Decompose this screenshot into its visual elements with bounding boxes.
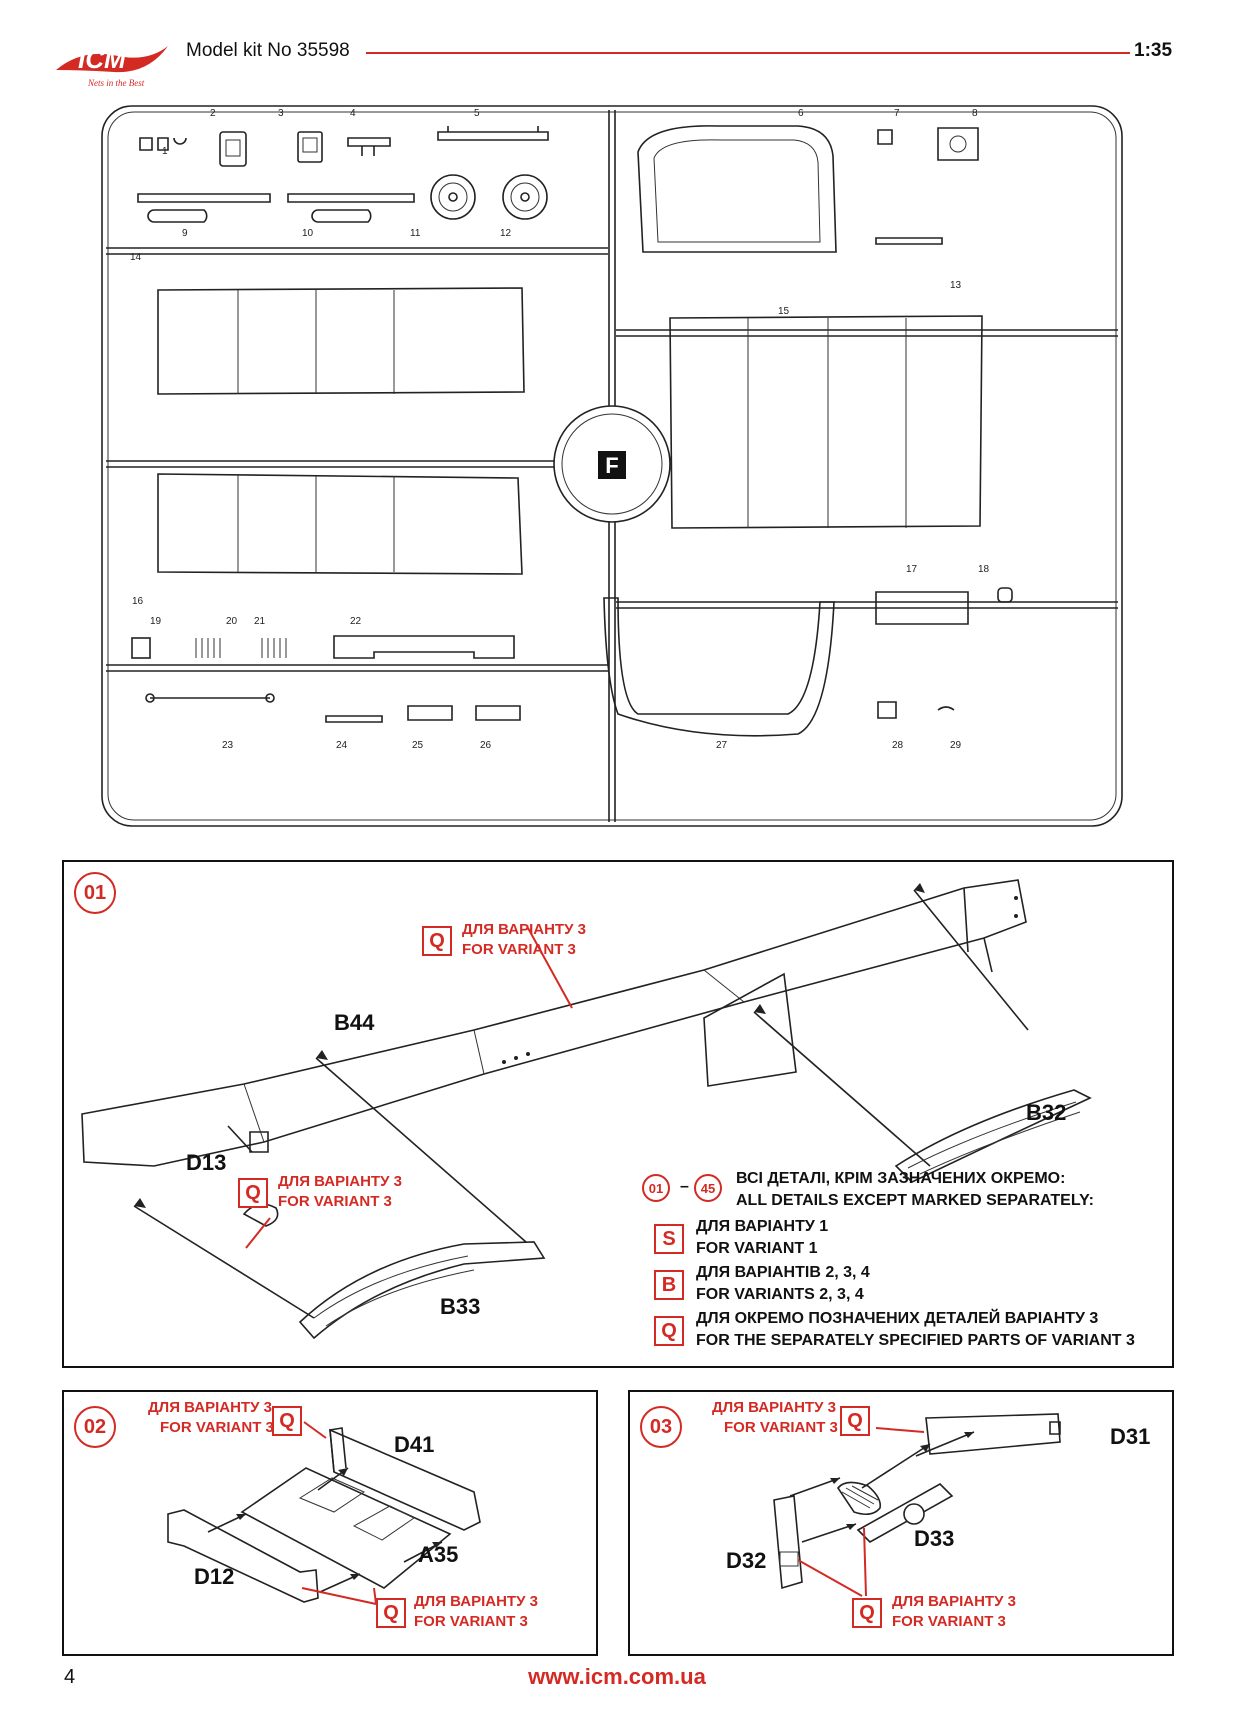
svg-text:24: 24 — [336, 740, 348, 751]
note-en: FOR VARIANT 3 — [892, 1613, 1006, 1630]
note-ua: ДЛЯ ВАРІАНТУ 3 — [414, 1593, 538, 1610]
part-label-plate: A35 — [418, 1542, 459, 1567]
svg-text:3: 3 — [278, 108, 284, 119]
part-label-shock: D33 — [914, 1526, 955, 1551]
note-en: FOR VARIANT 3 — [414, 1613, 528, 1630]
note-ua: ДЛЯ ВАРІАНТУ 3 — [148, 1399, 272, 1416]
logo-brand: ICM — [78, 44, 127, 74]
svg-text:29: 29 — [950, 740, 962, 751]
svg-text:22: 22 — [350, 616, 362, 627]
step-03-drawing — [773, 1413, 1061, 1597]
svg-text:12: 12 — [500, 228, 512, 239]
note-ua: ДЛЯ ВАРІАНТУ 3 — [712, 1399, 836, 1416]
step-01-panel: 01 Q ДЛЯ ВАРІАНТУ 3 FOR VARIANT 3 Q ДЛЯ … — [62, 860, 1174, 1368]
variant-q-badge: Q — [376, 1598, 406, 1628]
step-number: 01 — [74, 872, 116, 914]
website-link[interactable]: www.icm.com.ua — [528, 1664, 706, 1689]
step-number: 03 — [640, 1406, 682, 1448]
note-en: FOR VARIANT 3 — [160, 1419, 274, 1436]
kit-title: Model kit No 35598 — [186, 40, 350, 61]
legend-all-ua: ВСІ ДЕТАЛІ, КРІМ ЗАЗНАЧЕНИХ ОКРЕМО: — [736, 1170, 1066, 1187]
range-start-circle: 01 — [642, 1174, 670, 1202]
svg-text:6: 6 — [798, 108, 804, 119]
svg-text:7: 7 — [894, 108, 900, 119]
part-label-bracket: D32 — [726, 1548, 767, 1573]
variant-q-badge: Q — [422, 926, 452, 956]
svg-text:26: 26 — [480, 740, 492, 751]
variant-q-badge: Q — [852, 1598, 882, 1628]
range-dash: – — [680, 1178, 689, 1195]
note-ua: ДЛЯ ВАРІАНТУ 3 — [892, 1593, 1016, 1610]
svg-text:14: 14 — [130, 252, 142, 263]
step-01-drawing — [81, 879, 1092, 1340]
svg-text:10: 10 — [302, 228, 314, 239]
part-label-lower: D12 — [194, 1564, 235, 1589]
svg-text:5: 5 — [474, 108, 480, 119]
legend-s-ua: ДЛЯ ВАРІАНТУ 1 — [696, 1218, 829, 1235]
variant-q-badge: Q — [654, 1316, 684, 1346]
note-ua: ДЛЯ ВАРІАНТУ 3 — [278, 1173, 402, 1190]
variant-q-badge: Q — [238, 1178, 268, 1208]
svg-text:27: 27 — [716, 740, 728, 751]
scale-label: 1:35 — [1134, 40, 1173, 61]
svg-text:21: 21 — [254, 616, 266, 627]
sprue-part-numbers: 1 2 3 4 5 6 7 8 9 10 11 12 13 14 15 16 1… — [130, 108, 990, 751]
part-label-bracket: D13 — [186, 1150, 227, 1175]
variant-q-badge: Q — [840, 1406, 870, 1436]
legend-b-en: FOR VARIANTS 2, 3, 4 — [696, 1286, 864, 1303]
svg-text:4: 4 — [350, 108, 356, 119]
svg-text:19: 19 — [150, 616, 162, 627]
logo-tagline: Nets in the Best — [87, 78, 145, 88]
part-label-front-spring: B33 — [440, 1294, 481, 1319]
legend-q-ua: ДЛЯ ОКРЕМО ПОЗНАЧЕНИХ ДЕТАЛЕЙ ВАРІАНТУ 3 — [696, 1310, 1099, 1327]
svg-text:13: 13 — [950, 280, 962, 291]
note-ua: ДЛЯ ВАРІАНТУ 3 — [462, 921, 586, 938]
svg-text:18: 18 — [978, 564, 990, 575]
step-02-panel: 02 ДЛЯ ВАРІАНТУ 3 FOR VARIANT 3 Q Q ДЛЯ … — [62, 1390, 598, 1656]
step-02-drawing — [167, 1421, 481, 1605]
svg-text:8: 8 — [972, 108, 978, 119]
sprue-f-diagram: F 1 2 3 4 5 6 7 8 9 10 11 — [101, 105, 1123, 827]
legend-all-en: ALL DETAILS EXCEPT MARKED SEPARATELY: — [736, 1192, 1094, 1209]
part-label-rear-spring: B32 — [1026, 1100, 1067, 1125]
svg-text:16: 16 — [132, 596, 144, 607]
sprue-letter: F — [605, 453, 618, 478]
svg-text:2: 2 — [210, 108, 216, 119]
step-03-panel: 03 ДЛЯ ВАРІАНТУ 3 FOR VARIANT 3 Q Q ДЛЯ … — [628, 1390, 1174, 1656]
part-label-crossmember: D41 — [394, 1432, 435, 1457]
svg-text:25: 25 — [412, 740, 424, 751]
page-number: 4 — [64, 1666, 76, 1688]
svg-text:17: 17 — [906, 564, 918, 575]
variant-s-badge: S — [654, 1224, 684, 1254]
legend-s-en: FOR VARIANT 1 — [696, 1240, 818, 1257]
svg-text:28: 28 — [892, 740, 904, 751]
note-en: FOR VARIANT 3 — [278, 1193, 392, 1210]
icm-logo: ICM Nets in the Best — [56, 44, 168, 88]
range-end-circle: 45 — [694, 1174, 722, 1202]
part-label-frame: B44 — [334, 1010, 375, 1035]
variant-q-badge: Q — [272, 1406, 302, 1436]
header-rule — [366, 52, 1130, 54]
svg-text:23: 23 — [222, 740, 234, 751]
svg-text:15: 15 — [778, 306, 790, 317]
note-en: FOR VARIANT 3 — [462, 941, 576, 958]
svg-text:9: 9 — [182, 228, 188, 239]
svg-text:1: 1 — [162, 146, 168, 157]
svg-text:11: 11 — [410, 228, 421, 239]
step-number: 02 — [74, 1406, 116, 1448]
note-en: FOR VARIANT 3 — [724, 1419, 838, 1436]
variant-b-badge: B — [654, 1270, 684, 1300]
svg-text:20: 20 — [226, 616, 238, 627]
legend-b-ua: ДЛЯ ВАРІАНТІВ 2, 3, 4 — [696, 1264, 870, 1281]
part-label-arm: D31 — [1110, 1424, 1151, 1449]
legend-q-en: FOR THE SEPARATELY SPECIFIED PARTS OF VA… — [696, 1332, 1135, 1349]
